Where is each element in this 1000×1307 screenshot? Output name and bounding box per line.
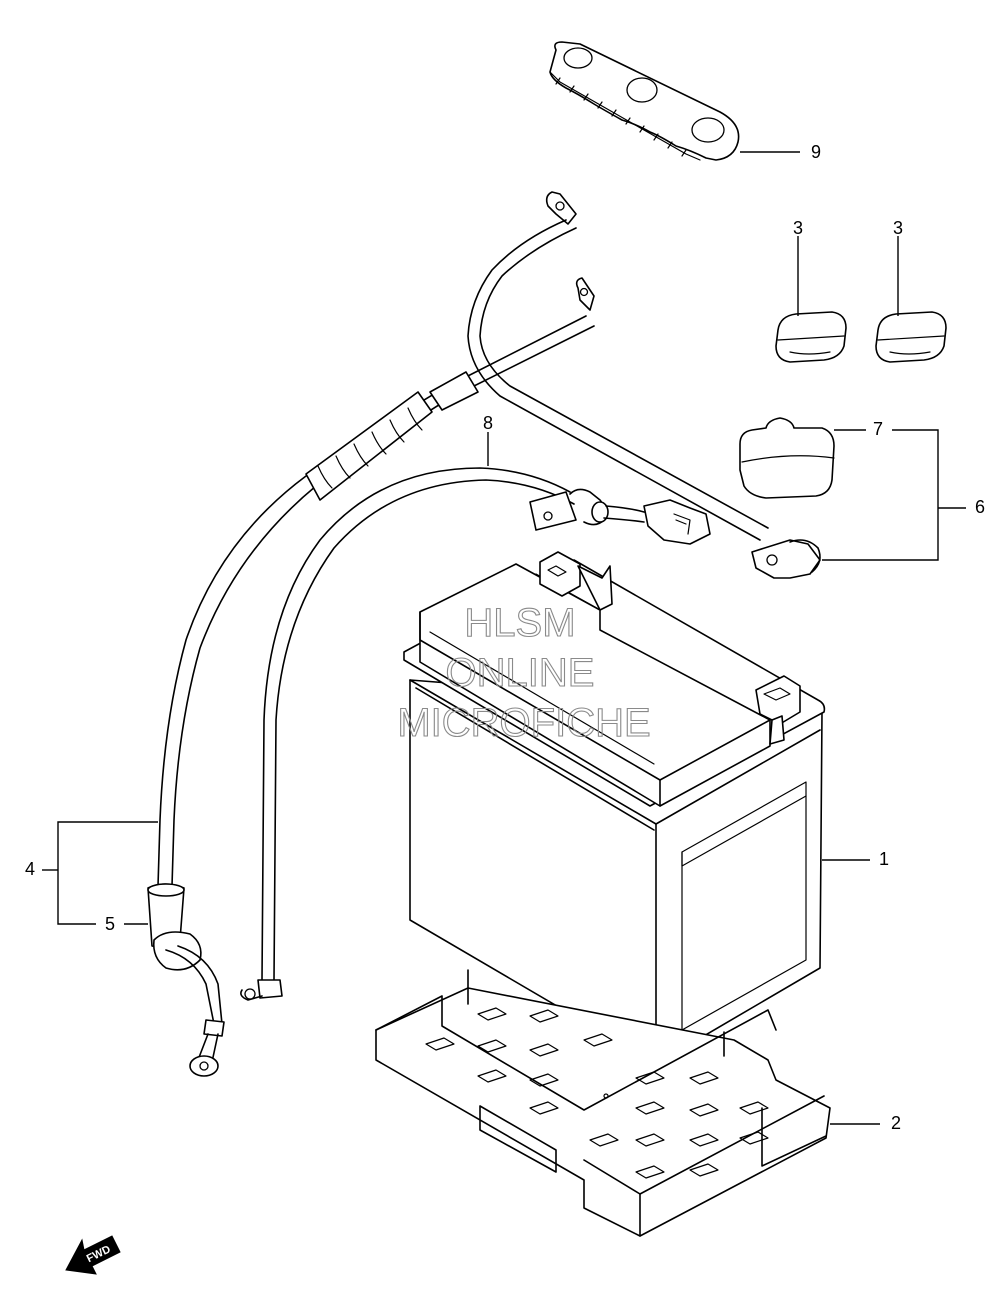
- callout-2: 2: [891, 1113, 901, 1133]
- callout-5: 5: [105, 914, 115, 934]
- callout-4: 4: [25, 859, 35, 879]
- part-2-battery-tray: [375, 969, 831, 1237]
- watermark: HLSM ONLINE MICROFICHE: [397, 600, 651, 745]
- callout-3-right: 3: [893, 218, 903, 238]
- part-9-battery-band: [549, 41, 740, 161]
- watermark-line-1: HLSM: [464, 601, 575, 645]
- part-8-lead-wire: [240, 467, 711, 1001]
- watermark-line-2: ONLINE: [446, 651, 595, 695]
- part-3-terminal-cap-b: [875, 311, 947, 363]
- part-3-terminal-cap-a: [775, 311, 847, 363]
- part-7-terminal-cover: [739, 417, 835, 499]
- callout-6: 6: [975, 497, 985, 517]
- forward-arrow-icon: FWD: [65, 1235, 121, 1275]
- part-1-battery: [403, 551, 826, 1065]
- callout-9: 9: [811, 142, 821, 162]
- callout-8: 8: [483, 413, 493, 433]
- positive-battery-cable: [467, 191, 821, 579]
- callout-labels: 9 3 3 7 6 8 1 2 4 5: [25, 142, 985, 1133]
- leader-lines: [42, 151, 966, 1125]
- callout-1: 1: [879, 849, 889, 869]
- callout-7: 7: [873, 419, 883, 439]
- negative-battery-cable: [147, 277, 595, 1077]
- callout-3-left: 3: [793, 218, 803, 238]
- watermark-line-3: MICROFICHE: [397, 701, 650, 745]
- tray-slots: [425, 1007, 769, 1179]
